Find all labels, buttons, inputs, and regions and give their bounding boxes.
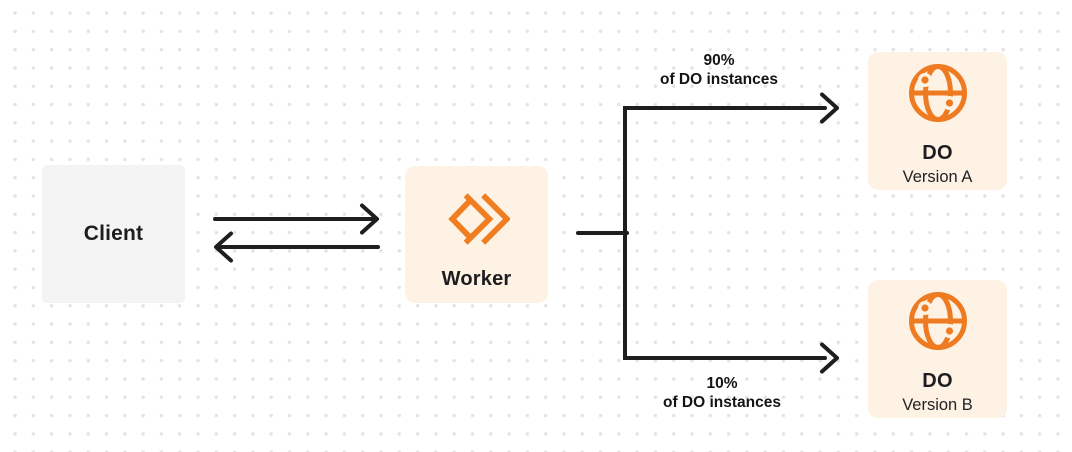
client-label: Client (83, 222, 144, 245)
globe-icon (906, 289, 970, 358)
globe-icon (906, 61, 970, 130)
workers-chevrons-icon (444, 187, 511, 256)
arrow-client-to-worker-head (360, 203, 379, 235)
do-version-b-title: DO (922, 370, 953, 392)
do-version-a-title: DO (922, 142, 953, 164)
top-branch-label: 90% of DO instances (660, 51, 778, 89)
do-version-b-subtitle: Version B (902, 396, 973, 414)
top-branch-caption: of DO instances (660, 71, 778, 88)
branch-top-arrowhead (820, 92, 839, 124)
worker-node: Worker (405, 166, 548, 303)
top-branch-percent: 90% (703, 52, 735, 69)
bottom-branch-label: 10% of DO instances (663, 374, 781, 412)
worker-label: Worker (441, 268, 512, 290)
branch-bottom-arrowhead (820, 342, 839, 374)
do-version-a-subtitle: Version A (902, 168, 973, 186)
branch-split-line (623, 106, 827, 360)
do-version-b-node: DO Version B (868, 280, 1007, 418)
do-version-a-node: DO Version A (868, 52, 1007, 190)
bottom-branch-caption: of DO instances (663, 394, 781, 411)
arrow-worker-to-client-head (214, 231, 233, 263)
client-node: Client (42, 165, 185, 303)
bottom-branch-percent: 10% (706, 375, 738, 392)
